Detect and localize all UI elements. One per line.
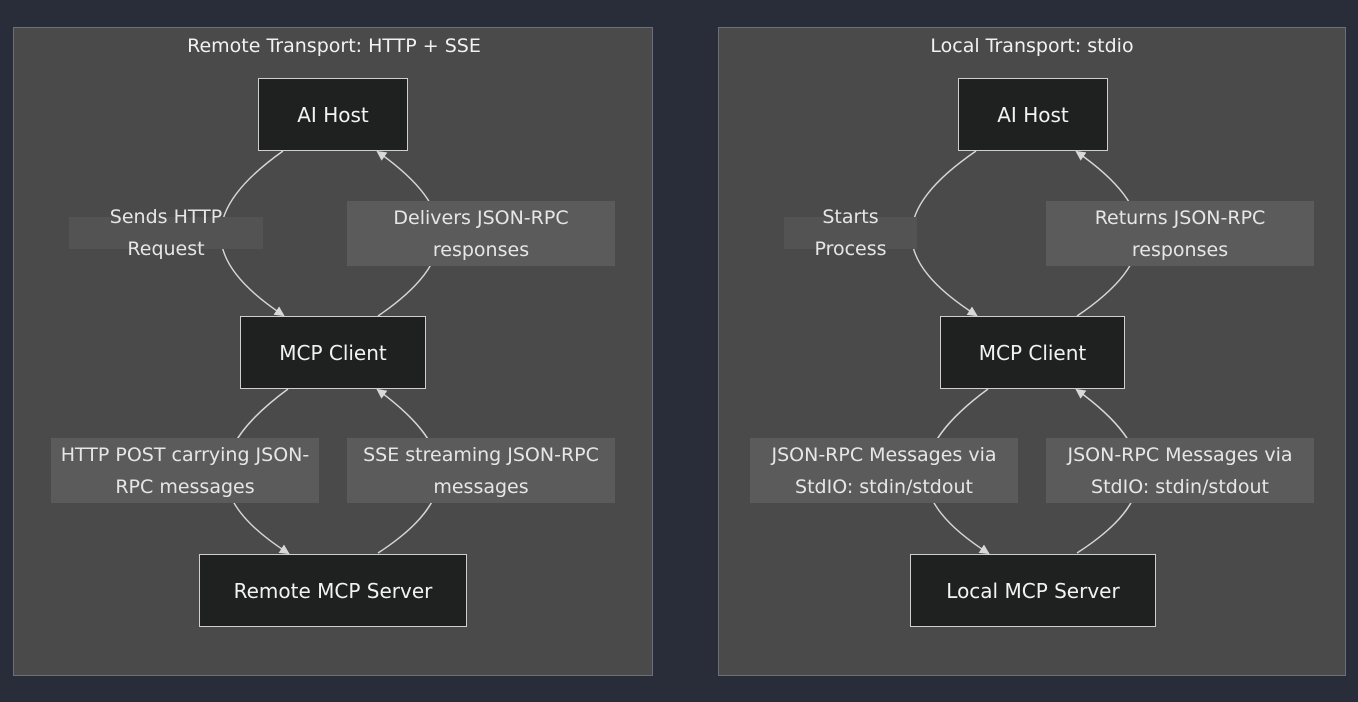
local-mcp-client-node[interactable]: MCP Client [940, 316, 1125, 389]
local-edge-label-stdio-in: JSON-RPC Messages via StdIO: stdin/stdou… [1046, 438, 1314, 503]
remote-edge-label-sse-streaming: SSE streaming JSON-RPC messages [347, 438, 615, 503]
local-mcp-server-node[interactable]: Local MCP Server [910, 554, 1156, 627]
local-edge-label-returns-responses: Returns JSON-RPC responses [1046, 201, 1314, 266]
local-edge-label-starts-process: Starts Process [784, 206, 917, 260]
remote-edge-label-delivers-responses: Delivers JSON-RPC responses [347, 201, 615, 266]
remote-mcp-server-node[interactable]: Remote MCP Server [199, 554, 467, 627]
remote-edge-label-sends-http: Sends HTTP Request [69, 206, 263, 260]
local-group-title: Local Transport: stdio [930, 35, 1134, 57]
remote-mcp-client-node[interactable]: MCP Client [240, 316, 426, 389]
local-edge-label-stdio-out: JSON-RPC Messages via StdIO: stdin/stdou… [750, 438, 1018, 503]
remote-group-title: Remote Transport: HTTP + SSE [187, 35, 481, 57]
edge-local-host-to-client [911, 150, 978, 317]
remote-edge-label-http-post: HTTP POST carrying JSON-RPC messages [51, 438, 319, 503]
local-ai-host-node[interactable]: AI Host [958, 78, 1108, 151]
remote-ai-host-node[interactable]: AI Host [258, 78, 408, 151]
